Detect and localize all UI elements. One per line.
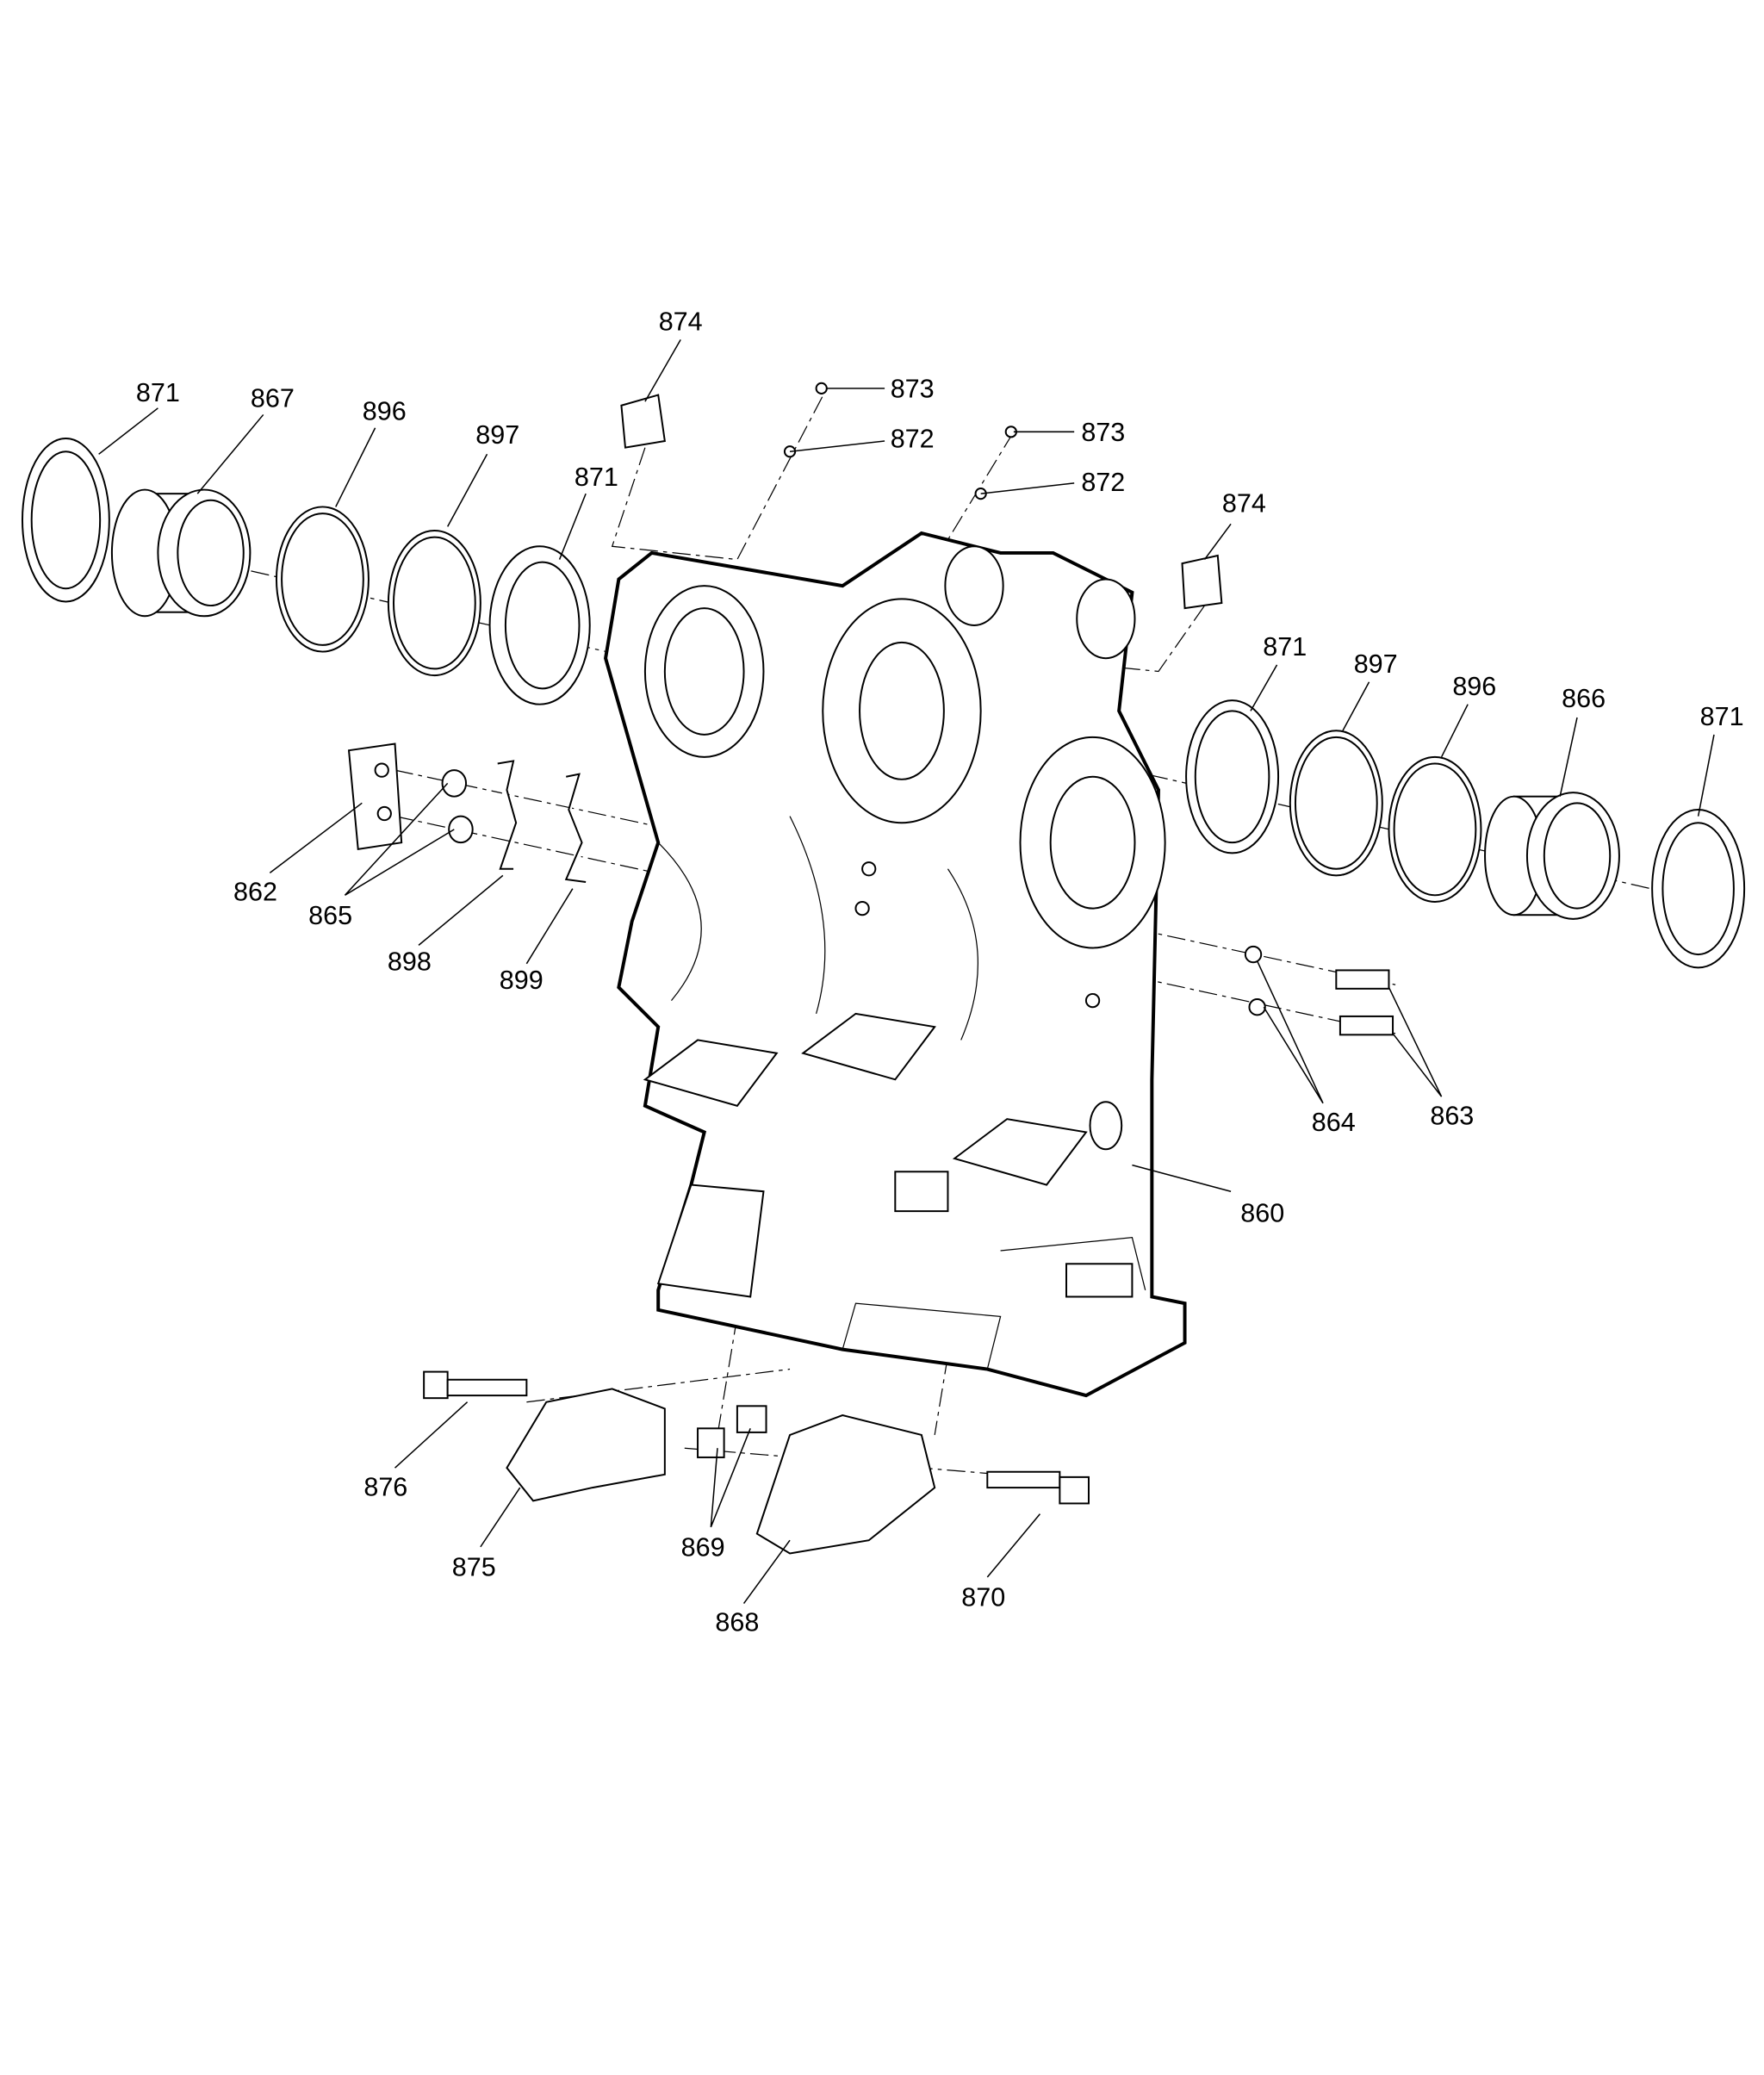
callout-872: 872 — [891, 425, 935, 454]
callout-896: 896 — [1452, 672, 1496, 701]
callout-871: 871 — [575, 463, 618, 492]
callout-labels: 874 871 867 896 897 871 873 872 873 872 … — [136, 308, 1744, 1637]
callout-896: 896 — [363, 397, 407, 426]
callout-865: 865 — [308, 901, 352, 930]
callout-860: 860 — [1240, 1198, 1284, 1227]
callout-872: 872 — [1081, 468, 1125, 497]
right-bearing-stack — [1185, 699, 1746, 969]
callout-876: 876 — [363, 1472, 407, 1501]
callout-871: 871 — [1263, 632, 1307, 662]
callout-862: 862 — [233, 877, 277, 906]
callout-871: 871 — [136, 378, 180, 407]
callout-897: 897 — [475, 420, 519, 450]
callout-867: 867 — [251, 383, 295, 413]
callout-870: 870 — [961, 1583, 1005, 1612]
callout-873: 873 — [1081, 418, 1125, 447]
callout-864: 864 — [1312, 1108, 1356, 1137]
frame-body-860 — [604, 531, 1187, 1398]
callout-869: 869 — [681, 1533, 725, 1562]
left-bearing-stack — [21, 437, 591, 705]
callout-898: 898 — [388, 947, 432, 976]
callout-866: 866 — [1562, 684, 1606, 713]
small-parts — [347, 382, 1394, 1555]
leader-lines — [98, 339, 1715, 1605]
callout-868: 868 — [715, 1608, 759, 1637]
callout-863: 863 — [1430, 1101, 1474, 1130]
callout-897: 897 — [1354, 649, 1398, 679]
callout-899: 899 — [500, 966, 543, 995]
callout-871: 871 — [1700, 702, 1744, 731]
callout-873: 873 — [891, 375, 935, 404]
callout-874: 874 — [1222, 489, 1266, 519]
callout-874: 874 — [659, 308, 703, 337]
callout-875: 875 — [452, 1552, 496, 1581]
